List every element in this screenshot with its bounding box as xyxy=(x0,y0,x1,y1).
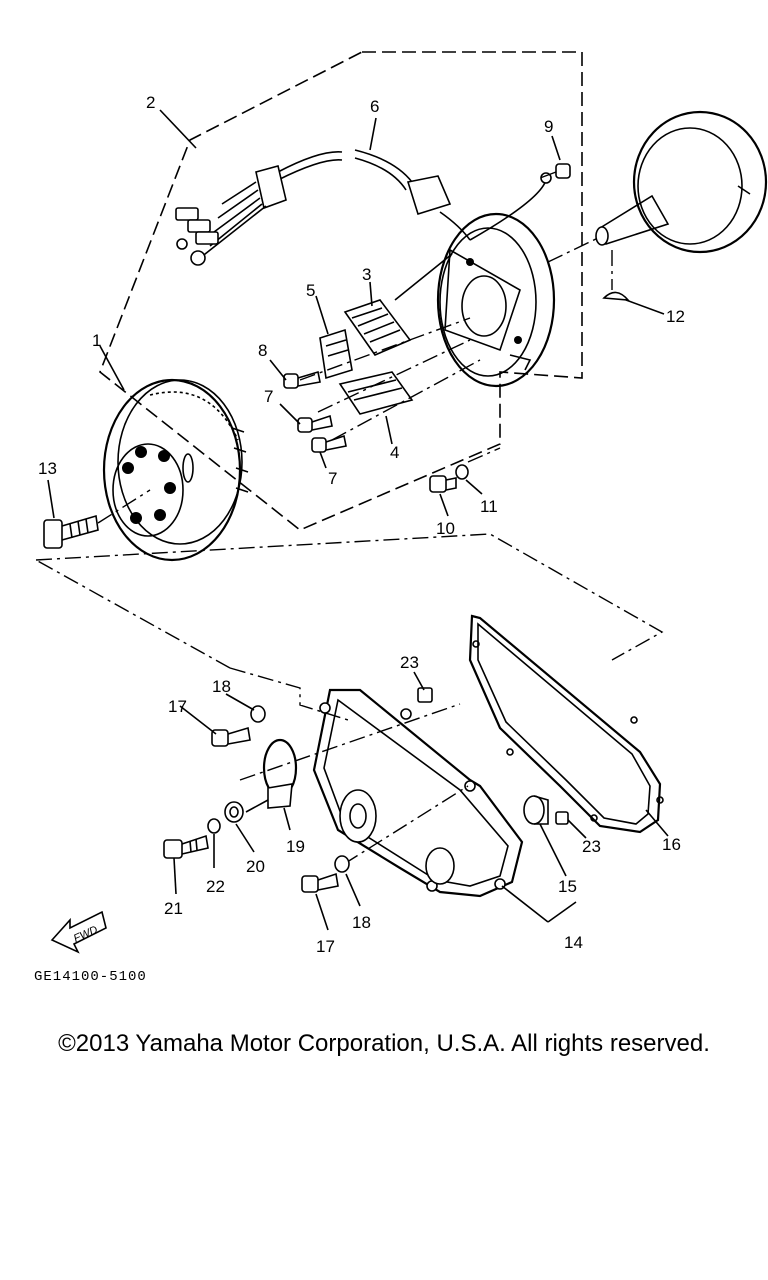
copyright-notice: ©2013 Yamaha Motor Corporation, U.S.A. A… xyxy=(58,1030,710,1057)
screw-7a xyxy=(297,414,333,433)
crankshaft-end xyxy=(547,110,768,290)
diagram-code: GE14100-5100 xyxy=(34,969,147,985)
bolt-21 xyxy=(163,834,209,859)
bolt-17-upper xyxy=(211,726,251,747)
callout-11: 11 xyxy=(480,497,498,516)
generator-cover xyxy=(239,688,524,898)
coil-bracket xyxy=(319,328,353,380)
callout-labels: 1 2 3 4 5 6 7 7 7 8 9 10 11 12 13 14 15 … xyxy=(38,93,685,956)
woodruff-key xyxy=(602,291,630,301)
callout-5: 5 xyxy=(306,281,315,300)
callout-9: 9 xyxy=(544,117,553,136)
pin-23-lower xyxy=(555,811,569,825)
callout-4: 4 xyxy=(390,443,399,462)
parts-diagram: 1 2 3 4 5 6 7 7 7 8 9 10 11 12 13 14 15 … xyxy=(34,51,768,985)
leader-lines xyxy=(47,109,669,931)
callout-15: 15 xyxy=(558,877,577,896)
callout-23b: 23 xyxy=(582,837,601,856)
dowel-pin-15 xyxy=(523,795,549,825)
callout-18a: 18 xyxy=(212,677,231,696)
pulser-coil xyxy=(338,371,414,415)
callout-1: 1 xyxy=(92,331,101,350)
flywheel-rotor xyxy=(102,378,249,562)
washer-11 xyxy=(455,464,469,480)
screw-9 xyxy=(539,163,571,179)
callout-2: 2 xyxy=(146,93,155,112)
wire-clamp xyxy=(245,738,298,813)
callout-8: 8 xyxy=(258,341,267,360)
flywheel-bolt xyxy=(43,489,151,549)
callout-12: 12 xyxy=(666,307,685,326)
callout-16: 16 xyxy=(662,835,681,854)
screw-7b xyxy=(311,434,347,453)
wire-harness xyxy=(175,149,552,266)
cover-group-boundary xyxy=(35,533,664,721)
stator-group-boundary xyxy=(99,51,583,531)
callout-14: 14 xyxy=(564,933,583,952)
washer-18-upper xyxy=(250,705,266,723)
callout-7a: 7 xyxy=(264,387,273,406)
callout-20: 20 xyxy=(246,857,265,876)
bolt-17-lower xyxy=(301,872,339,893)
screw-8 xyxy=(283,370,321,389)
collar-20 xyxy=(224,801,244,823)
washer-22 xyxy=(207,818,221,834)
callout-18b: 18 xyxy=(352,913,371,932)
stator-base-plate xyxy=(436,212,556,388)
callout-10: 10 xyxy=(436,519,455,538)
callout-17a: 17 xyxy=(168,697,187,716)
callout-21: 21 xyxy=(164,899,183,918)
crankcase-gasket xyxy=(468,614,664,834)
callout-23a: 23 xyxy=(400,653,419,672)
callout-6: 6 xyxy=(370,97,379,116)
callout-22: 22 xyxy=(206,877,225,896)
callout-17b: 17 xyxy=(316,937,335,956)
pin-23-upper xyxy=(417,687,433,703)
callout-7b: 7 xyxy=(328,469,337,488)
fwd-arrow-icon: FWD xyxy=(50,910,107,954)
callout-13: 13 xyxy=(38,459,57,478)
callout-3: 3 xyxy=(362,265,371,284)
washer-18-lower xyxy=(334,855,350,873)
bolt-10 xyxy=(429,475,457,493)
callout-19: 19 xyxy=(286,837,305,856)
